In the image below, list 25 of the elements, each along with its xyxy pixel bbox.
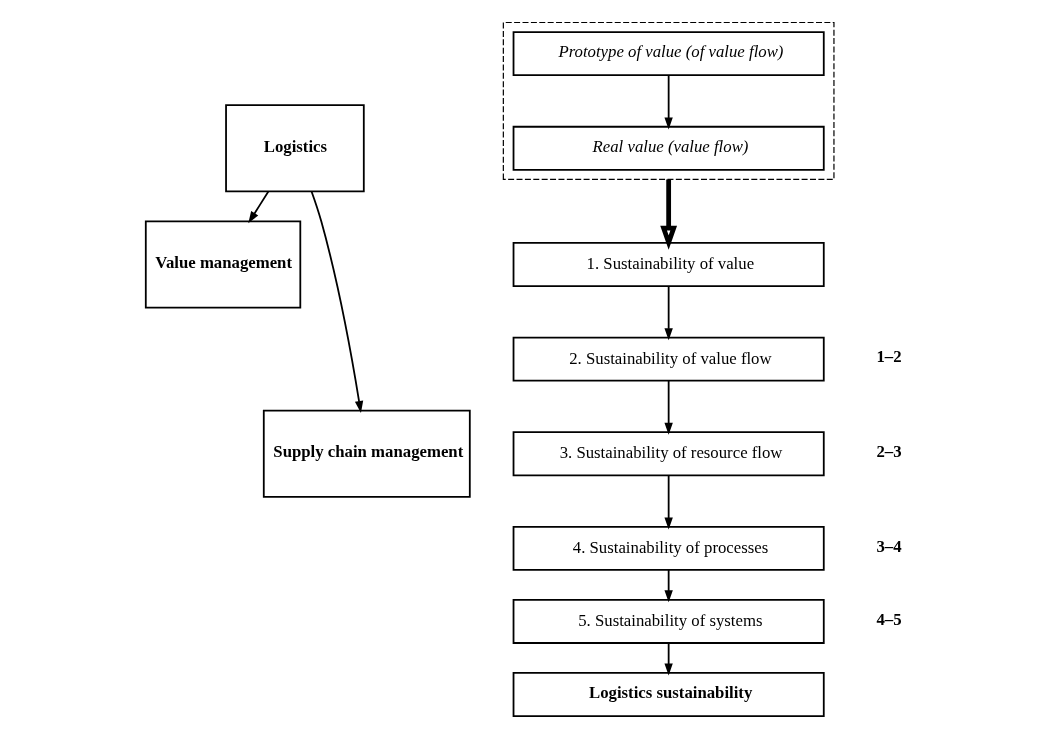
node-box: 5. Sustainability of systems bbox=[512, 598, 825, 644]
node-box: Value management bbox=[144, 220, 301, 309]
arrow bbox=[663, 569, 673, 603]
label: 4–5 bbox=[875, 609, 902, 629]
arrow bbox=[663, 474, 673, 530]
arrow bbox=[663, 642, 673, 676]
arrow bbox=[247, 190, 269, 224]
node-box: Logistics sustainability bbox=[512, 672, 825, 717]
arrow bbox=[663, 285, 673, 341]
arrow bbox=[310, 190, 363, 413]
node-box: 2. Sustainability of value flow bbox=[512, 336, 825, 382]
node-box: Logistics bbox=[224, 104, 365, 193]
node-box: 1. Sustainability of value bbox=[512, 242, 825, 287]
arrow bbox=[663, 379, 673, 435]
cluster bbox=[502, 21, 835, 181]
node-box: 4. Sustainability of processes bbox=[512, 525, 825, 571]
label: 2–3 bbox=[875, 441, 902, 461]
node-box: 3. Sustainability of resource flow bbox=[512, 431, 825, 477]
node-box: Prototype of value (of value flow) bbox=[512, 31, 825, 77]
label: 1–2 bbox=[875, 347, 902, 367]
node-box: Real value (value flow) bbox=[512, 125, 825, 171]
arrow bbox=[659, 179, 677, 250]
arrow bbox=[663, 74, 673, 130]
node-box: Supply chain management bbox=[262, 409, 471, 498]
label: 3–4 bbox=[875, 536, 902, 556]
